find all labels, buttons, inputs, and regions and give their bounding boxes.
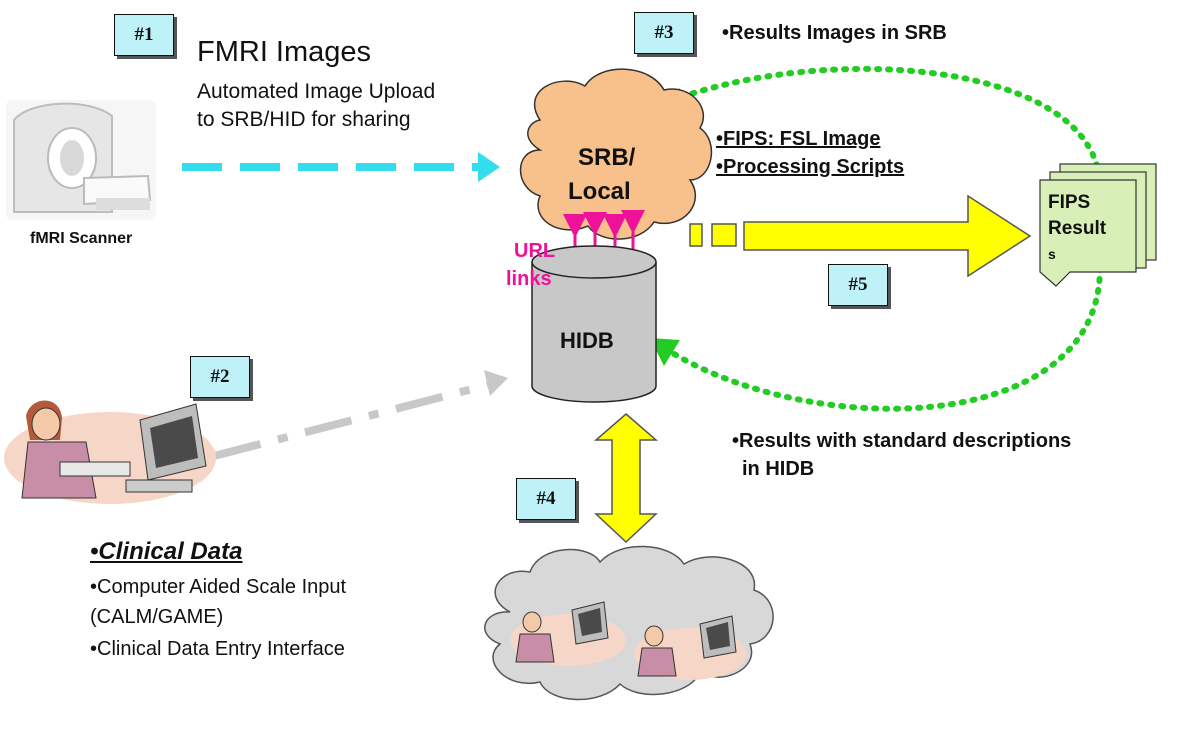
results-srb-text: •Results Images in SRB: [722, 22, 947, 44]
hidb-clients-double-arrow: [593, 413, 659, 544]
fmri-upload-line1: Automated Image Upload: [197, 80, 436, 103]
fips-results-document: [1039, 163, 1157, 287]
results-hidb-line2: in HIDB: [742, 458, 815, 480]
upload-arrowhead: [478, 152, 500, 182]
clinical-arrowhead: [484, 370, 508, 396]
clinical-line2: (CALM/GAME): [90, 606, 224, 628]
step-badge-3: #3: [634, 12, 694, 54]
srb-label-line2: Local: [568, 178, 631, 205]
step-badge-2: #2: [190, 356, 250, 398]
url-links-line1: URL: [514, 240, 556, 262]
fips-doc-line1: FIPS: [1048, 192, 1091, 213]
results-hidb-line1: •Results with standard descriptions: [732, 430, 1072, 452]
hidb-label: HIDB: [560, 328, 614, 353]
srb-cloud-shape: [519, 68, 713, 240]
hidb-cylinder: [531, 245, 657, 403]
clinical-line3: •Clinical Data Entry Interface: [90, 638, 345, 660]
fips-doc-line3: s: [1048, 246, 1056, 262]
fips-note-line2: •Processing Scripts: [716, 156, 905, 178]
clinical-line1: •Computer Aided Scale Input: [90, 576, 347, 598]
results-to-srb-dotted-arrow: [657, 65, 1103, 191]
step-badge-5: #5: [828, 264, 888, 306]
step-badge-4: #4: [516, 478, 576, 520]
fmri-images-title: FMRI Images: [197, 36, 372, 68]
fips-note-line1: •FIPS: FSL Image: [716, 128, 881, 150]
fmri-upload-line2: to SRB/HID for sharing: [197, 108, 411, 131]
clinical-clients-cloud: [484, 545, 774, 701]
url-links-line2: links: [506, 268, 552, 290]
clinician-image: [4, 400, 216, 504]
fmri-scanner-label: fMRI Scanner: [30, 230, 133, 247]
results-to-hidb-dotted-arrow: [657, 265, 1103, 412]
clinical-dashdot-arrow: [212, 381, 490, 460]
fips-doc-line2: Result: [1048, 218, 1107, 239]
fips-yellow-arrow: [689, 194, 1032, 278]
fmri-scanner-image: [6, 100, 156, 220]
results-to-hidb-arrowhead: [650, 338, 680, 366]
clinical-data-title: •Clinical Data: [90, 538, 243, 565]
step-badge-1: #1: [114, 14, 174, 56]
srb-label-line1: SRB/: [578, 144, 636, 171]
